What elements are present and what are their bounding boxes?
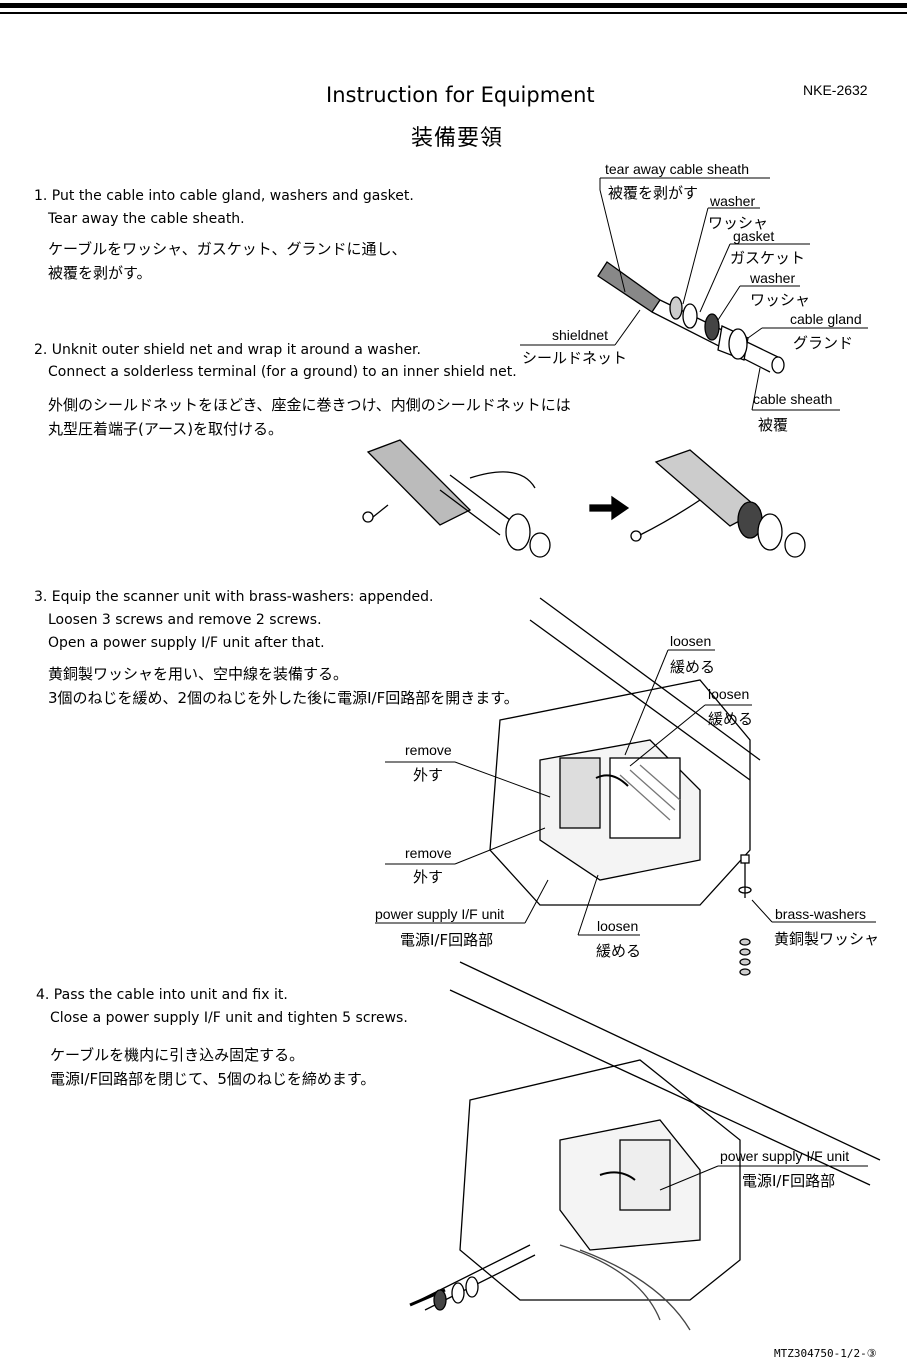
top-rule-thin xyxy=(0,12,907,14)
document-number: NKE-2632 xyxy=(803,82,868,98)
label-loosen-3-ja: 緩める xyxy=(596,942,642,960)
step-4-line-2: Close a power supply I/F unit and tighte… xyxy=(50,1010,408,1026)
document-title-ja: 装備要領 xyxy=(411,126,504,151)
shield-net-before-illustration xyxy=(362,439,551,558)
step-3-ja-line-1: 黄銅製ワッシャを用い、空中線を装備する。 xyxy=(48,665,349,683)
label-loosen-2: loosen xyxy=(708,686,750,702)
label-shieldnet-ja: シールドネット xyxy=(522,349,628,367)
label-loosen-2-ja: 緩める xyxy=(708,710,754,728)
label-washer-1: washer xyxy=(710,193,756,209)
label-brass-washers-ja: 黄銅製ワッシャ xyxy=(774,930,880,948)
label-shieldnet: shieldnet xyxy=(552,327,609,343)
label-washer-2-ja: ワッシャ xyxy=(750,291,811,309)
label-washer-2: washer xyxy=(750,270,796,286)
label-remove-1-ja: 外す xyxy=(413,766,444,784)
top-rule-thick xyxy=(0,3,907,8)
label-gasket: gasket xyxy=(733,228,775,244)
step-2-ja-line-2: 丸型圧着端子(アース)を取付ける。 xyxy=(48,420,284,438)
label-loosen-1: loosen xyxy=(670,633,712,649)
step-2-line-1: 2. Unknit outer shield net and wrap it a… xyxy=(34,342,421,358)
step-4-ja-line-2: 電源I/F回路部を閉じて、5個のねじを締めます。 xyxy=(50,1070,376,1088)
label-cable-sheath: cable sheath xyxy=(753,391,833,407)
step-3-line-3: Open a power supply I/F unit after that. xyxy=(48,635,325,651)
cable-assembly-illustration xyxy=(597,261,785,374)
label-washer-1-ja: ワッシャ xyxy=(708,214,769,232)
label-cable-sheath-ja: 被覆 xyxy=(758,416,789,434)
label-brass-washers: brass-washers xyxy=(775,906,867,922)
scanner-unit-closed-illustration xyxy=(409,961,881,1331)
brass-washer-stack-illustration xyxy=(738,854,752,976)
step-1-line-2: Tear away the cable sheath. xyxy=(48,211,245,227)
step-2-line-2: Connect a solderless terminal (for a gro… xyxy=(48,364,517,380)
label-tear-away-ja: 被覆を剥がす xyxy=(608,184,699,202)
label-cable-gland: cable gland xyxy=(790,311,862,327)
step-3-leaders xyxy=(375,649,876,936)
scanner-unit-open-illustration xyxy=(489,597,761,906)
step-1-ja-line-2: 被覆を剥がす。 xyxy=(48,264,152,282)
shield-net-after-illustration xyxy=(630,449,806,558)
label-remove-2-ja: 外す xyxy=(413,868,444,886)
arrow-right-icon xyxy=(589,495,630,521)
footer-doc-code: MTZ304750-1/2-③ xyxy=(774,1347,877,1360)
step-4-ja-line-1: ケーブルを機内に引き込み固定する。 xyxy=(50,1046,305,1064)
step-2-ja-line-1: 外側のシールドネットをほどき、座金に巻きつけ、内側のシールドネットには xyxy=(48,396,571,414)
label-tear-away-cable-sheath: tear away cable sheath xyxy=(605,161,749,177)
step-1-ja-line-1: ケーブルをワッシャ、ガスケット、グランドに通し、 xyxy=(48,240,407,258)
step-4-line-1: 4. Pass the cable into unit and fix it. xyxy=(36,987,288,1003)
step-3-line-2: Loosen 3 screws and remove 2 screws. xyxy=(48,612,322,628)
label-power-supply-if-unit-step-3: power supply I/F unit xyxy=(375,906,505,922)
step-1-line-1: 1. Put the cable into cable gland, washe… xyxy=(34,188,414,204)
label-power-supply-if-unit-step-4: power supply I/F unit xyxy=(720,1148,850,1164)
label-power-supply-if-unit-step-4-ja: 電源I/F回路部 xyxy=(742,1172,836,1190)
step-3-line-1: 3. Equip the scanner unit with brass-was… xyxy=(34,589,434,605)
label-cable-gland-ja: グランド xyxy=(793,334,854,352)
label-remove-2: remove xyxy=(405,845,452,861)
document-title: Instruction for Equipment xyxy=(326,83,595,107)
label-loosen-1-ja: 緩める xyxy=(670,658,716,676)
step-1-leaders xyxy=(520,177,868,411)
step-3-ja-line-2: 3個のねじを緩め、2個のねじを外した後に電源I/F回路部を開きます。 xyxy=(48,689,519,707)
label-gasket-ja: ガスケット xyxy=(730,249,806,267)
label-loosen-3: loosen xyxy=(597,918,639,934)
label-remove-1: remove xyxy=(405,742,452,758)
label-power-supply-if-unit-step-3-ja: 電源I/F回路部 xyxy=(400,931,494,949)
step-4-leaders xyxy=(659,1165,868,1191)
